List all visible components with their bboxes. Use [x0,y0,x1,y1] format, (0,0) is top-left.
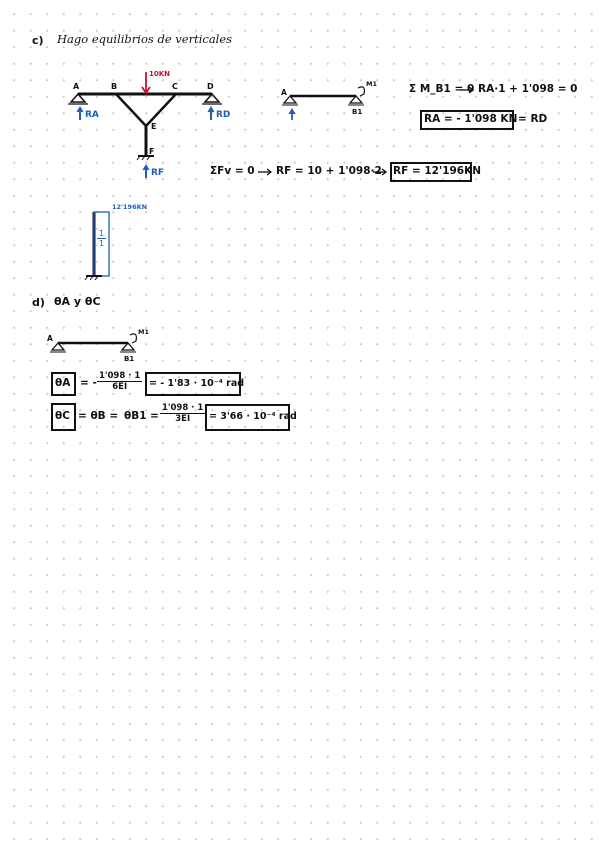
moment-result: RA = - 1'098 KN [424,113,518,125]
theta-c-result-box [205,404,290,431]
moment-equation-lhs: Σ M_B1 = 0 [409,83,475,95]
section-d-title: θA y θC [54,295,101,308]
section-c-title: Hago equilibrios de verticales [57,32,233,46]
beam2-support-a-icon [50,342,66,351]
frame-diagonal-ce [145,93,177,127]
node-c-label: C [172,82,178,91]
vertical-equation-lhs: ΣFv = 0 [210,165,255,177]
vertical-equation-rhs: RF = 10 + 1'098·2 [276,165,382,177]
beam2-support-b1-icon [120,342,136,351]
theta-c-lhs: θC [55,410,70,422]
beam1-moment-icon [357,86,365,97]
reaction-a-label: RA [85,110,99,120]
beam1-label-a: A [281,88,287,97]
node-e-label: E [151,122,157,131]
moment-result-box [420,110,514,130]
theta-a-neg: = - [80,377,97,389]
frame-diagonal-be [115,93,147,127]
node-f-label: F [149,147,155,156]
support-d-icon [203,92,221,103]
beam1-label-m1: M1 [366,80,377,88]
theta-c-box [51,403,76,431]
reaction-d-label: RD [216,110,231,120]
beam1-support-b1-icon [348,95,364,104]
beam2-label-b1: B1 [124,355,135,363]
node-a-label: A [73,82,80,91]
theta-a-box [51,372,76,396]
theta-c-mid1: = θB = [78,410,119,422]
beam1-support-a-icon [282,95,298,104]
beam1-label-b1: B1 [352,108,363,116]
section-d-label: d) [32,296,45,309]
theta-a-lhs: θA [55,377,71,389]
theta-c-result: = 3'66 · 10⁻⁴ rad [209,411,297,422]
theta-c-eq: = [150,410,159,422]
vertical-result-box [390,162,472,182]
beam2-label-m1: M1 [138,328,149,336]
column-value-label: 12'196KN [112,203,148,211]
vertical-result: RF = 12'196KN [393,165,482,177]
theta-a-result-box [145,372,241,396]
node-d-label: D [207,82,214,91]
moment-equation-rhs: RA·1 + 1'098 = 0 [478,83,578,95]
load-label: 10KN [149,70,171,78]
section-c-label: c) [32,34,44,47]
support-a-icon [69,92,87,103]
moment-equals-rd: = RD [518,113,548,125]
beam2-label-a: A [47,334,53,343]
node-b-label: B [111,82,118,91]
reaction-f-label: RF [151,168,165,178]
theta-a-result: = - 1'83 · 10⁻⁴ rad [149,378,245,389]
beam2-moment-icon [129,333,137,344]
theta-c-mid2: θB1 [124,410,147,422]
